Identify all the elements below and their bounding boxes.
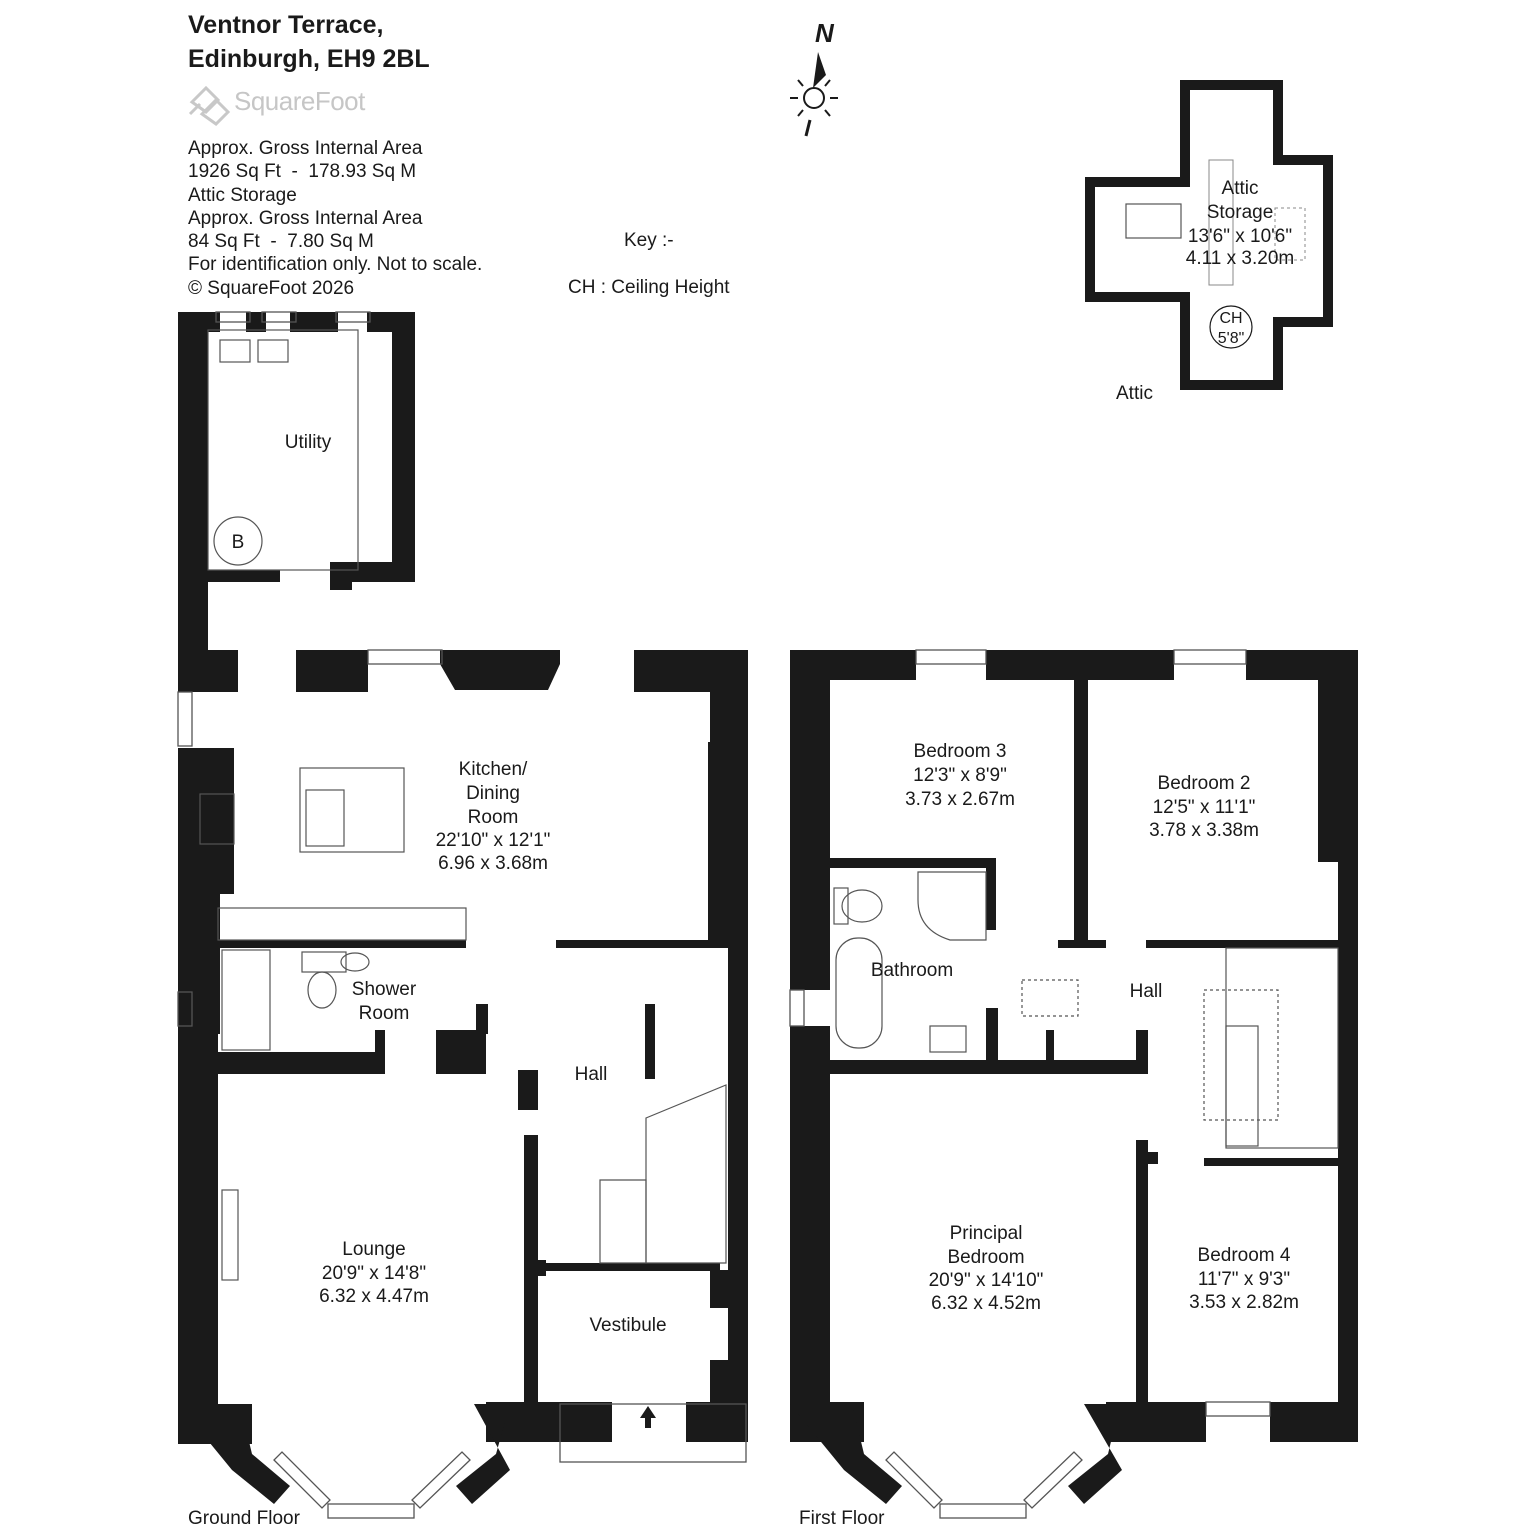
address-line-2: Edinburgh, EH9 2BL <box>188 45 430 73</box>
attic-ch-label: CH <box>1219 310 1242 327</box>
principal-dims-imperial: 20'9" x 14'10" <box>929 1270 1044 1291</box>
bedroom4-dims-metric: 3.53 x 2.82m <box>1189 1292 1299 1313</box>
logo-text: SquareFoot <box>234 86 365 116</box>
address-line-1: Ventnor Terrace, <box>188 11 384 39</box>
bathroom-label: Bathroom <box>871 960 953 981</box>
bedroom2-dims-imperial: 12'5" x 11'1" <box>1153 797 1256 818</box>
area-info: Approx. Gross Internal Area 1926 Sq Ft -… <box>188 137 482 300</box>
boiler <box>213 516 263 566</box>
vestibule-label: Vestibule <box>589 1315 666 1336</box>
info-line-3: Attic Storage <box>188 184 297 206</box>
principal-name-2: Bedroom <box>947 1247 1024 1268</box>
attic-dims-imperial: 13'6" x 10'6" <box>1188 226 1292 247</box>
info-line-6: For identification only. Not to scale. <box>188 254 483 276</box>
bedroom4-name: Bedroom 4 <box>1198 1245 1291 1266</box>
lounge-dims-imperial: 20'9" x 14'8" <box>322 1263 426 1284</box>
attic-room-name-2: Storage <box>1207 202 1274 223</box>
utility-sink <box>219 339 251 363</box>
attic-plan: Attic Storage 13'6" x 10'6" 4.11 x 3.20m… <box>1085 80 1333 404</box>
ground-floor-walls <box>178 312 748 1504</box>
shower-room-name-2: Room <box>359 1003 410 1024</box>
attic-hatch <box>1125 203 1182 239</box>
info-line-4: Approx. Gross Internal Area <box>188 207 423 229</box>
bedroom3-name: Bedroom 3 <box>914 741 1007 762</box>
kitchen-dims-metric: 6.96 x 3.68m <box>438 853 548 874</box>
attic-room-name-1: Attic <box>1222 178 1259 199</box>
info-line-1: Approx. Gross Internal Area <box>188 138 423 159</box>
entrance-arrow-icon <box>640 1406 656 1428</box>
bath <box>835 937 883 1049</box>
shower-tray <box>221 949 271 1051</box>
bedroom3-dims-imperial: 12'3" x 8'9" <box>913 765 1007 786</box>
compass-north-label: N <box>815 18 835 48</box>
ground-floor-plan: Utility B Kitchen/ Dining Room 22'10" x … <box>177 311 748 1529</box>
utility-label: Utility <box>285 432 332 453</box>
ground-hall-label: Hall <box>575 1064 608 1085</box>
info-line-2: 1926 Sq Ft - 178.93 Sq M <box>188 161 417 183</box>
attic-floor-label: Attic <box>1116 383 1153 404</box>
attic-wall <box>1085 80 1333 390</box>
hob <box>199 793 235 845</box>
lounge-name: Lounge <box>342 1239 405 1260</box>
first-floor-plan: Bedroom 3 12'3" x 8'9" 3.73 x 2.67m Bedr… <box>789 649 1358 1529</box>
bedroom2-name: Bedroom 2 <box>1158 773 1251 794</box>
compass: N <box>790 18 838 137</box>
kitchen-name-1: Kitchen/ <box>459 759 528 780</box>
first-floor-label: First Floor <box>799 1508 885 1529</box>
squarefoot-logo <box>188 85 231 126</box>
principal-dims-metric: 6.32 x 4.52m <box>931 1293 1041 1314</box>
attic-dims-metric: 4.11 x 3.20m <box>1186 248 1294 269</box>
kitchen-name-2: Dining <box>466 783 520 804</box>
kitchen-island <box>299 767 405 853</box>
first-hall-label: Hall <box>1130 981 1163 1002</box>
boiler-label: B <box>232 532 245 553</box>
ceiling-height-marker <box>1209 305 1253 349</box>
bath-basin <box>929 1025 967 1053</box>
bedroom4-dims-imperial: 11'7" x 9'3" <box>1198 1269 1290 1290</box>
kitchen-name-3: Room <box>468 807 519 828</box>
kitchen-dims-imperial: 22'10" x 12'1" <box>436 830 551 851</box>
toilet <box>841 889 883 923</box>
bedroom3-dims-metric: 3.73 x 2.67m <box>905 789 1015 810</box>
address-title: Ventnor Terrace, Edinburgh, EH9 2BL <box>188 8 430 76</box>
basin <box>340 952 370 972</box>
compass-arrow-icon <box>813 52 826 88</box>
shower-enclosure <box>917 871 987 941</box>
principal-name-1: Principal <box>950 1223 1023 1244</box>
first-floor-walls <box>790 650 1358 1504</box>
ground-floor-label: Ground Floor <box>188 1508 301 1529</box>
key-title: Key :- <box>624 230 674 251</box>
compass-sun-icon <box>803 87 825 109</box>
key-ceiling-height: CH : Ceiling Height <box>568 277 730 298</box>
kitchen-sink <box>305 789 345 847</box>
bedroom2-dims-metric: 3.78 x 3.38m <box>1149 820 1259 841</box>
shower-room-name-1: Shower <box>352 979 417 1000</box>
info-line-5: 84 Sq Ft - 7.80 Sq M <box>188 231 374 253</box>
lounge-dims-metric: 6.32 x 4.47m <box>319 1286 429 1307</box>
info-line-7: © SquareFoot 2026 <box>188 277 355 299</box>
attic-ch-value: 5'8" <box>1218 330 1245 347</box>
